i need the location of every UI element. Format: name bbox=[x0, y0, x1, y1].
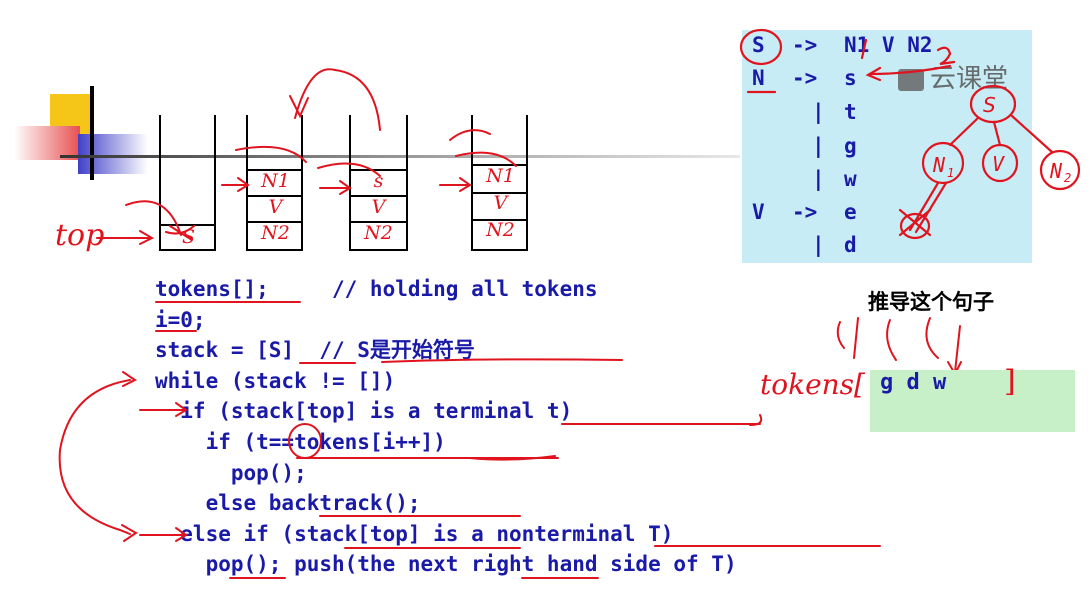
grammar-arrow: | bbox=[812, 100, 825, 124]
grammar-rhs: N1 V N2 bbox=[844, 33, 933, 57]
watermark-logo-icon bbox=[898, 68, 924, 91]
stack-column-3 bbox=[349, 115, 408, 251]
svg-text:2: 2 bbox=[1064, 171, 1071, 185]
grammar-rhs: s bbox=[844, 66, 857, 90]
grammar-arrow: | bbox=[812, 233, 825, 257]
code-line: pop(); push(the next right hand side of … bbox=[155, 552, 737, 577]
tokens-close-bracket: ] bbox=[1004, 364, 1016, 399]
stack-cell: V bbox=[268, 196, 283, 218]
tokens-box bbox=[870, 370, 1075, 432]
grammar-rhs: w bbox=[844, 167, 857, 191]
stack-cell: S bbox=[181, 226, 196, 248]
grammar-lhs: N bbox=[752, 66, 765, 90]
grammar-lhs: V bbox=[752, 200, 765, 224]
stack-cell: N2 bbox=[261, 222, 290, 244]
code-line: if (stack[top] is a terminal t) bbox=[155, 399, 573, 424]
ink-circle-t bbox=[288, 423, 322, 459]
derive-arrow bbox=[947, 325, 962, 377]
grammar-arrow: -> bbox=[792, 33, 818, 57]
tree-label-n2: N bbox=[1049, 159, 1063, 183]
watermark: 云课堂 bbox=[898, 58, 1008, 95]
derive-label: 推导这个句子 bbox=[868, 290, 994, 314]
grammar-arrow: | bbox=[812, 134, 825, 158]
ink-arrow-n1-s bbox=[865, 64, 952, 82]
tokens-value: g d w bbox=[880, 370, 947, 395]
ink-underline-tokens bbox=[155, 301, 301, 332]
ink-sub-1 bbox=[860, 38, 868, 60]
ink-loop-arrow bbox=[294, 68, 381, 131]
ink-sub-2 bbox=[936, 46, 956, 66]
code-line: i=0; bbox=[155, 307, 206, 332]
tree-node-n2 bbox=[1039, 149, 1081, 191]
grammar-arrow: -> bbox=[792, 200, 818, 224]
stack-column-2 bbox=[246, 115, 303, 251]
grammar-rhs: g bbox=[844, 134, 857, 158]
tree-node-n1 bbox=[921, 141, 965, 185]
grammar-panel bbox=[742, 30, 1032, 263]
ink-underline-nonterminal bbox=[344, 545, 881, 549]
stack-cell: N1 bbox=[261, 170, 290, 192]
code-line: stack = [S] // S是开始符号 bbox=[155, 338, 475, 363]
stack-column-1 bbox=[159, 115, 216, 251]
ink-underline-terminal bbox=[561, 414, 763, 426]
stack-cell: N2 bbox=[486, 219, 515, 241]
grammar-lhs: S bbox=[752, 33, 765, 57]
ink-underline-tokens-i bbox=[296, 455, 559, 461]
stack-column-4 bbox=[471, 115, 528, 251]
ink-circle-s bbox=[739, 28, 783, 66]
ink-arrow-if bbox=[139, 402, 188, 417]
grammar-arrow: -> bbox=[792, 66, 818, 90]
grammar-rhs: t bbox=[844, 100, 857, 124]
tree-label-n1: N bbox=[932, 153, 946, 177]
stack-cell: s bbox=[373, 170, 384, 192]
tree-label-v: V bbox=[992, 152, 1005, 176]
grammar-rhs: d bbox=[844, 233, 857, 257]
tree-crossed-branch bbox=[898, 181, 948, 237]
tree-label-s: S bbox=[983, 93, 996, 117]
code-line: while (stack != []) bbox=[155, 368, 396, 393]
slide-decoration bbox=[0, 0, 760, 200]
tokens-handwritten-label: tokens[ bbox=[760, 368, 865, 401]
code-line: if (t==tokens[i++]) bbox=[155, 430, 446, 454]
stack-cell: N2 bbox=[364, 222, 393, 244]
grammar-rhs: e bbox=[844, 200, 857, 224]
ink-stack1-x bbox=[125, 200, 195, 241]
code-line: else backtrack(); bbox=[155, 491, 421, 516]
stack-cell: N1 bbox=[486, 165, 515, 187]
top-label: top bbox=[55, 218, 105, 253]
svg-text:1: 1 bbox=[947, 166, 954, 180]
tree-edges bbox=[948, 114, 1054, 154]
code-line: tokens[]; // holding all tokens bbox=[155, 277, 598, 301]
ink-arrow-else bbox=[139, 527, 188, 542]
stack-cell: V bbox=[493, 192, 508, 214]
stack-cell: V bbox=[371, 196, 386, 218]
grammar-arrow: | bbox=[812, 167, 825, 191]
top-arrow bbox=[96, 230, 155, 245]
ink-underline-s bbox=[299, 358, 623, 364]
ink-scribbles bbox=[836, 317, 939, 361]
code-line: pop(); bbox=[155, 460, 307, 485]
ink-loop-while bbox=[58, 379, 131, 535]
code-line: else if (stack[top] is a nonterminal T) bbox=[155, 521, 674, 546]
